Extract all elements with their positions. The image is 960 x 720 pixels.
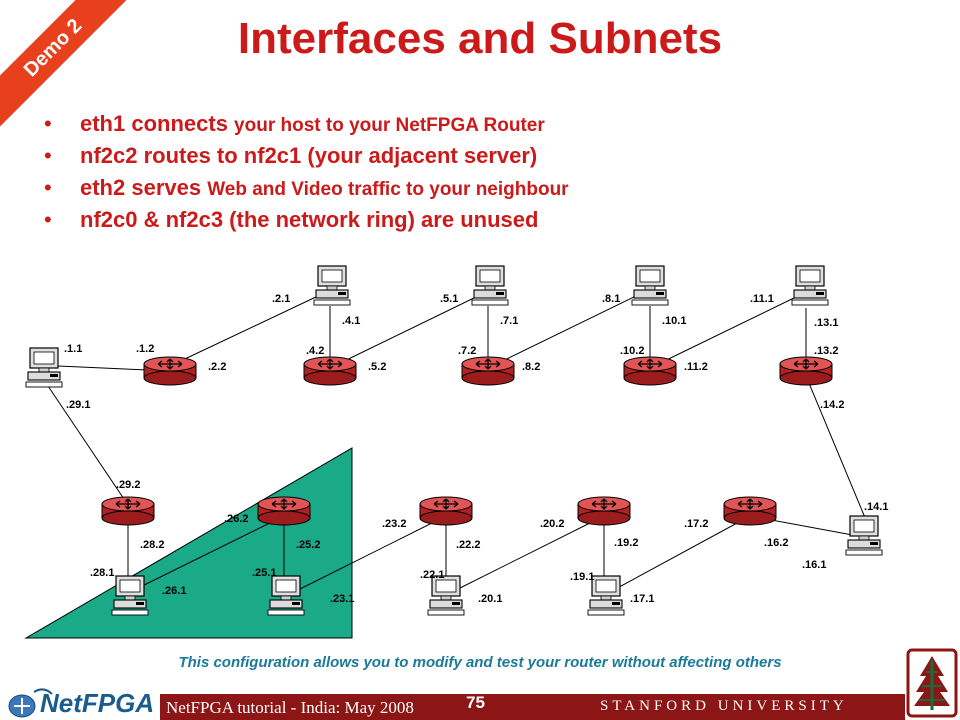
footer-bar [160, 694, 905, 720]
footer-event: NetFPGA tutorial - India: May 2008 [166, 698, 414, 717]
router-icon [419, 496, 473, 526]
interface-label: .14.1 [864, 501, 888, 513]
interface-label: .28.1 [90, 567, 114, 579]
interface-label: .17.2 [684, 518, 708, 530]
router-icon [723, 496, 777, 526]
interface-labels: .2.1 .5.1 .8.1 .11.1 .4.1 .7.1 .10.1 .13… [64, 293, 888, 605]
bullet-item: • eth2 serves Web and Video traffic to yo… [44, 172, 569, 204]
computer-icon [313, 265, 351, 306]
bullet-dot: • [44, 175, 52, 200]
testbed-triangle [24, 447, 353, 639]
page-number: 75 [466, 693, 485, 712]
interface-label: .5.2 [368, 361, 386, 373]
bullet-text: nf2c2 routes to nf2c1 (your adjacent ser… [80, 143, 538, 168]
interface-label: .26.2 [224, 513, 248, 525]
bullet-text: your host to your NetFPGA Router [234, 115, 545, 136]
interface-label: .22.1 [420, 569, 444, 581]
computer-icon [631, 265, 669, 306]
bullet-dot: • [44, 143, 52, 168]
interface-label: .1.1 [64, 343, 82, 355]
interface-label: .13.2 [814, 345, 838, 357]
bullet-item: • eth1 connects your host to your NetFPGA… [44, 108, 569, 140]
router-icon [257, 496, 311, 526]
interface-label: .7.1 [500, 315, 518, 327]
interface-label: .20.2 [540, 518, 564, 530]
interface-label: .25.1 [252, 567, 276, 579]
interface-label: .11.1 [750, 293, 774, 305]
links [47, 295, 867, 593]
interface-label: .14.2 [820, 399, 844, 411]
interface-label: .10.2 [620, 345, 644, 357]
caption: This configuration allows you to modify … [178, 654, 782, 671]
bullet-dot: • [44, 111, 52, 136]
computer-icon [791, 265, 829, 306]
netfpga-logo [8, 688, 53, 718]
bullet-list: • eth1 connects your host to your NetFPGA… [44, 108, 569, 236]
interface-label: .7.2 [458, 345, 476, 357]
computer-icon [471, 265, 509, 306]
interface-label: .5.1 [440, 293, 458, 305]
router-icon [577, 496, 631, 526]
interface-label: .20.1 [478, 593, 502, 605]
router-icon [143, 356, 197, 386]
interface-label: .19.1 [570, 571, 594, 583]
stanford-tree-logo [906, 648, 958, 718]
bullet-text: Web and Video traffic to your neighbour [207, 179, 569, 200]
computer-icon [25, 347, 63, 388]
interface-label: .2.2 [208, 361, 226, 373]
interface-label: .29.1 [66, 399, 90, 411]
interface-label: .8.2 [522, 361, 540, 373]
computer-icon [427, 575, 465, 616]
interface-label: .11.2 [684, 361, 708, 373]
bullet-dot: • [44, 207, 52, 232]
page-title: Interfaces and Subnets [237, 14, 723, 63]
interface-label: .8.1 [602, 293, 620, 305]
logo-text: NetFPGA [40, 688, 155, 718]
interface-label: .28.2 [140, 539, 164, 551]
interface-label: .10.1 [662, 315, 686, 327]
router-icon [623, 356, 677, 386]
bullet-text: nf2c0 & nf2c3 (the network ring) are unu… [80, 207, 539, 232]
bullet-text: eth1 connects [80, 111, 235, 136]
bullet-item: • nf2c2 routes to nf2c1 (your adjacent se… [44, 140, 569, 172]
router-icon [461, 356, 515, 386]
network-diagram: .2.1 .5.1 .8.1 .11.1 .4.1 .7.1 .10.1 .13… [24, 265, 888, 639]
router-icon [303, 356, 357, 386]
router-icon [779, 356, 833, 386]
interface-label: .26.1 [162, 585, 186, 597]
interface-label: .22.2 [456, 539, 480, 551]
interface-label: .16.1 [802, 559, 826, 571]
interface-label: .19.2 [614, 537, 638, 549]
router-icon [101, 496, 155, 526]
interface-label: .16.2 [764, 537, 788, 549]
interface-label: .29.2 [116, 479, 140, 491]
interface-label: .23.2 [382, 518, 406, 530]
interface-label: .17.1 [630, 593, 654, 605]
computer-icon [845, 515, 883, 556]
footer-university: STANFORD UNIVERSITY [600, 698, 848, 714]
interface-label: .23.1 [330, 593, 354, 605]
interface-label: .25.2 [296, 539, 320, 551]
interface-label: .1.2 [136, 343, 154, 355]
interface-label: .4.1 [342, 315, 360, 327]
bullet-item: • nf2c0 & nf2c3 (the network ring) are un… [44, 204, 569, 236]
interface-label: .2.1 [272, 293, 290, 305]
interface-label: .13.1 [814, 317, 838, 329]
bullet-text: eth2 serves [80, 175, 208, 200]
interface-label: .4.2 [306, 345, 324, 357]
